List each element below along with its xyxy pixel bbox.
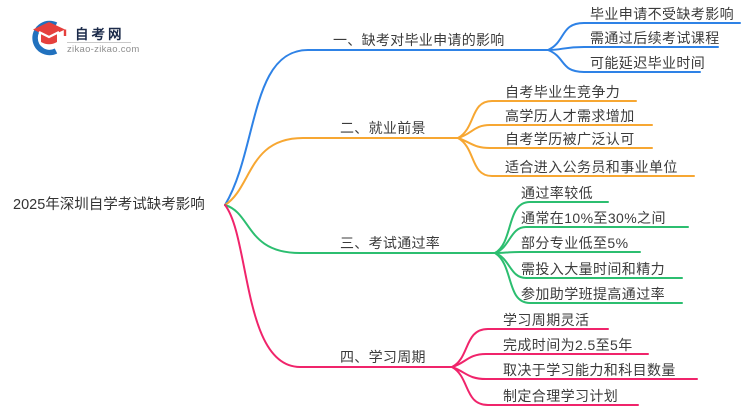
site-name: 自考网	[75, 27, 125, 42]
branch-4-links	[224, 204, 698, 406]
root-topic: 2025年深圳自学考试缺考影响	[13, 197, 205, 213]
branch-3-links	[224, 201, 689, 304]
branch-2-leaf-4-link	[457, 137, 695, 177]
branch-2-trunk-link	[224, 137, 459, 206]
branch-3-label: 三、考试通过率	[340, 235, 441, 251]
branch-4-leaf-4: 制定合理学习计划	[503, 388, 619, 404]
branch-3-leaf-5: 参加助学班提高通过率	[521, 286, 665, 302]
branch-3-leaf-3: 部分专业低至5%	[521, 235, 629, 251]
branch-2-leaf-4: 适合进入公务员和事业单位	[505, 159, 678, 175]
branch-4-leaf-4-link	[451, 366, 639, 406]
logo-divider	[67, 41, 131, 43]
branch-2-leaf-2-link	[457, 124, 653, 139]
branch-3-leaf-1-link	[494, 201, 609, 254]
site-logo[interactable]: 自考网 zikao-zikao.com	[28, 17, 143, 59]
branch-4-leaf-2-link	[451, 353, 649, 368]
branch-3-leaf-5-link	[494, 252, 683, 304]
branch-1-trunk-link	[224, 49, 549, 206]
branch-1-leaf-3: 可能延迟毕业时间	[590, 55, 706, 71]
branch-3-trunk-link	[224, 204, 496, 254]
branch-2-label: 二、就业前景	[340, 120, 426, 136]
branch-3-leaf-4: 需投入大量时间和精力	[521, 261, 665, 277]
branch-4-leaf-1-link	[451, 328, 609, 368]
branch-4-label: 四、学习周期	[340, 349, 426, 365]
branch-2-leaf-2: 高学历人才需求增加	[505, 108, 635, 124]
branch-2-leaf-1: 自考毕业生竞争力	[505, 84, 621, 100]
branch-4-trunk-link	[224, 204, 453, 368]
branch-3-leaf-3-link	[494, 251, 641, 254]
branch-1-leaf-2: 需通过后续考试课程	[590, 30, 720, 46]
branch-2-leaf-3: 自考学历被广泛认可	[505, 131, 635, 147]
graduation-cap-icon	[32, 20, 67, 56]
branch-2-leaf-1-link	[457, 100, 637, 139]
branch-1-leaf-1-link	[547, 22, 741, 51]
branch-3-leaf-2-link	[494, 226, 689, 254]
branch-3-leaf-1: 通过率较低	[521, 185, 593, 201]
site-domain: zikao-zikao.com	[67, 44, 140, 55]
branch-1-label: 一、缺考对毕业申请的影响	[333, 32, 505, 48]
branch-1-leaf-2-link	[547, 46, 719, 51]
branch-4-leaf-3: 取决于学习能力和科目数量	[503, 362, 676, 378]
branch-4-leaf-2: 完成时间为2.5至5年	[503, 337, 633, 353]
branch-3-leaf-2: 通常在10%至30%之间	[521, 210, 666, 226]
branch-1-links	[224, 22, 741, 206]
branch-4-leaf-1: 学习周期灵活	[503, 312, 590, 328]
branch-2-links	[224, 100, 695, 206]
branch-1-leaf-3-link	[547, 49, 701, 73]
branch-1-leaf-1: 毕业申请不受缺考影响	[590, 6, 734, 22]
